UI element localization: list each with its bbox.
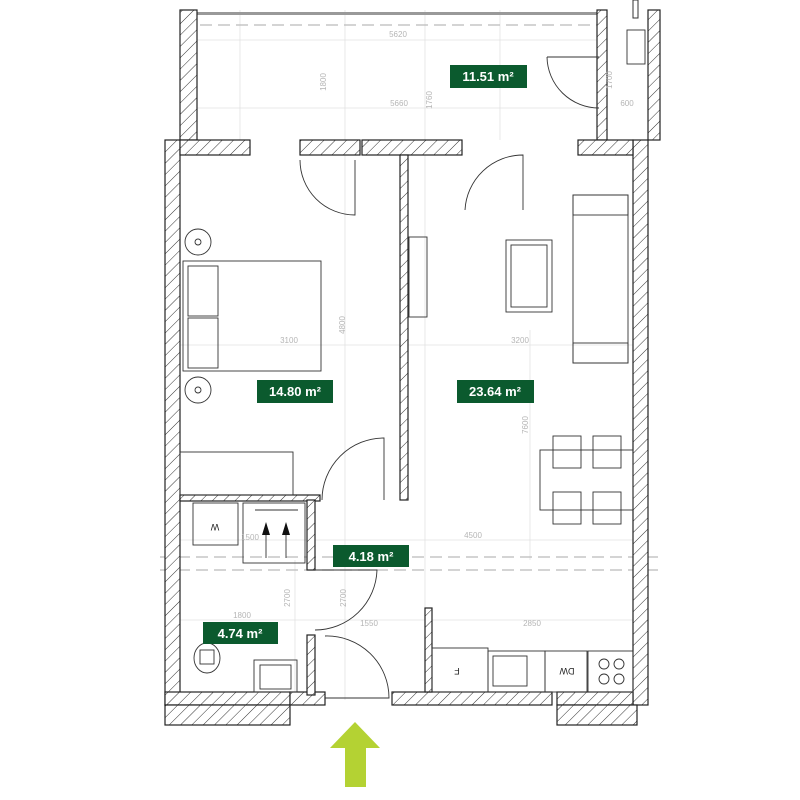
dim-hall-corridor: 4500 — [464, 531, 482, 540]
desk — [179, 451, 294, 496]
dim-bathroom-width: 1800 — [233, 611, 251, 620]
dim-living-depth: 7600 — [521, 416, 530, 434]
entrance-arrow-icon — [330, 722, 380, 787]
sink — [253, 659, 298, 693]
dim-bathroom-depth: 2700 — [283, 589, 292, 607]
svg-text:23.64 m²: 23.64 m² — [469, 384, 522, 399]
dim-hall-depth: 2700 — [339, 589, 348, 607]
dim-living-width: 3200 — [511, 336, 529, 345]
dim-balcony-depth-b: 1760 — [425, 91, 434, 109]
balcony — [179, 0, 661, 141]
doors — [299, 154, 524, 699]
double-bed — [182, 260, 322, 372]
dim-bedroom-depth: 4800 — [338, 316, 347, 334]
dim-balcony-side-depth: 1700 — [605, 71, 614, 89]
washer-label: W — [210, 522, 219, 532]
dim-balcony-side-width: 600 — [620, 99, 634, 108]
fridge-label: F — [454, 666, 460, 676]
dining-table — [539, 449, 634, 511]
dishwasher — [544, 650, 588, 693]
toilet — [193, 642, 221, 674]
dim-balcony-depth-a: 1800 — [319, 73, 328, 91]
area-badge-bedroom: 14.80 m² — [257, 380, 333, 403]
tv — [408, 236, 428, 318]
dim-bedroom-width: 3100 — [280, 336, 298, 345]
dim-hall-width: 1550 — [360, 619, 378, 628]
walls — [164, 139, 649, 726]
dishwasher-label: DW — [559, 666, 574, 676]
area-badge-hall: 4.18 m² — [333, 545, 409, 567]
area-badge-living-kitchen: 23.64 m² — [457, 380, 534, 403]
furniture — [179, 194, 634, 693]
dim-kitchen-width: 2850 — [523, 619, 541, 628]
dimension-grid — [160, 10, 660, 700]
dim-wardrobe-width: 1500 — [241, 533, 259, 542]
svg-text:4.18 m²: 4.18 m² — [349, 549, 394, 564]
svg-text:4.74 m²: 4.74 m² — [218, 626, 263, 641]
cooktop — [587, 650, 634, 693]
svg-text:11.51 m²: 11.51 m² — [462, 69, 514, 84]
sofa — [572, 194, 629, 364]
svg-text:14.80 m²: 14.80 m² — [269, 384, 322, 399]
washer — [192, 502, 239, 546]
wardrobe — [242, 502, 306, 564]
dim-balcony-top: 5620 — [389, 30, 407, 39]
coffee-table — [505, 239, 553, 313]
area-badge-balcony: 11.51 m² — [450, 65, 527, 88]
dim-balcony-bottom: 5660 — [390, 99, 408, 108]
area-badge-bathroom: 4.74 m² — [203, 622, 278, 644]
